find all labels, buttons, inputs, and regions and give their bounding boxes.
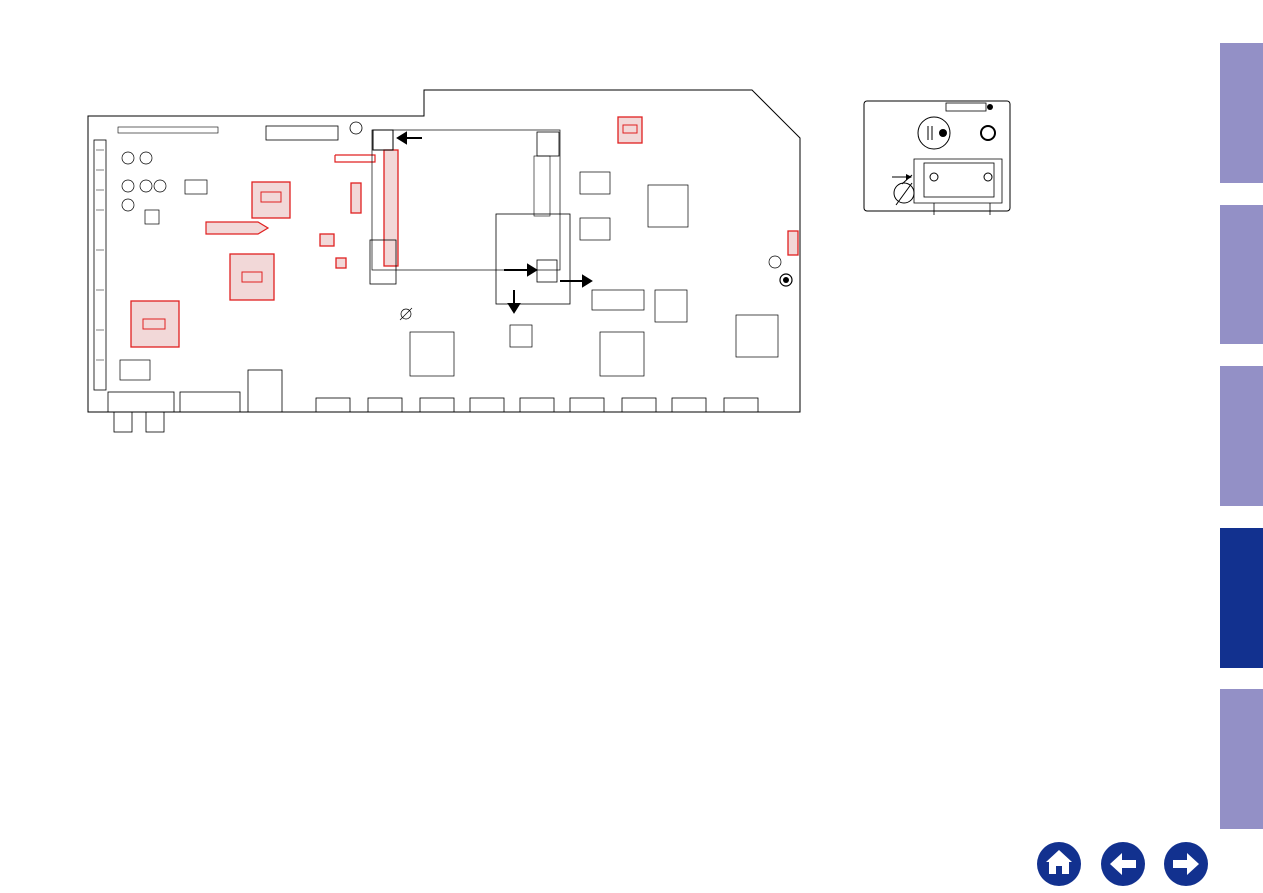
- top-header: [118, 127, 218, 133]
- left-connector-strip: [94, 140, 106, 390]
- top-connector: [266, 126, 338, 140]
- mount-hole-top: [350, 122, 362, 134]
- capacitor-cluster: [122, 152, 166, 211]
- side-tab-3[interactable]: [1220, 366, 1263, 506]
- red-pointer: [206, 222, 268, 234]
- side-tab-1[interactable]: [1220, 43, 1263, 183]
- board-outline: [88, 90, 800, 412]
- side-tab-5[interactable]: [1220, 689, 1263, 829]
- back-button[interactable]: [1100, 841, 1146, 887]
- submodule: [496, 214, 570, 304]
- inset-detail-drawing: [862, 99, 1014, 215]
- bottom-connectors: [108, 370, 758, 432]
- pcb-layout-drawing: [0, 0, 830, 440]
- pointer-arrows: [398, 133, 591, 312]
- module-outline: [372, 130, 560, 270]
- home-button[interactable]: [1036, 841, 1082, 887]
- next-button[interactable]: [1163, 841, 1209, 887]
- side-tab-2[interactable]: [1220, 205, 1263, 344]
- ic-chips: [120, 172, 778, 380]
- side-tab-4-active[interactable]: [1220, 528, 1263, 668]
